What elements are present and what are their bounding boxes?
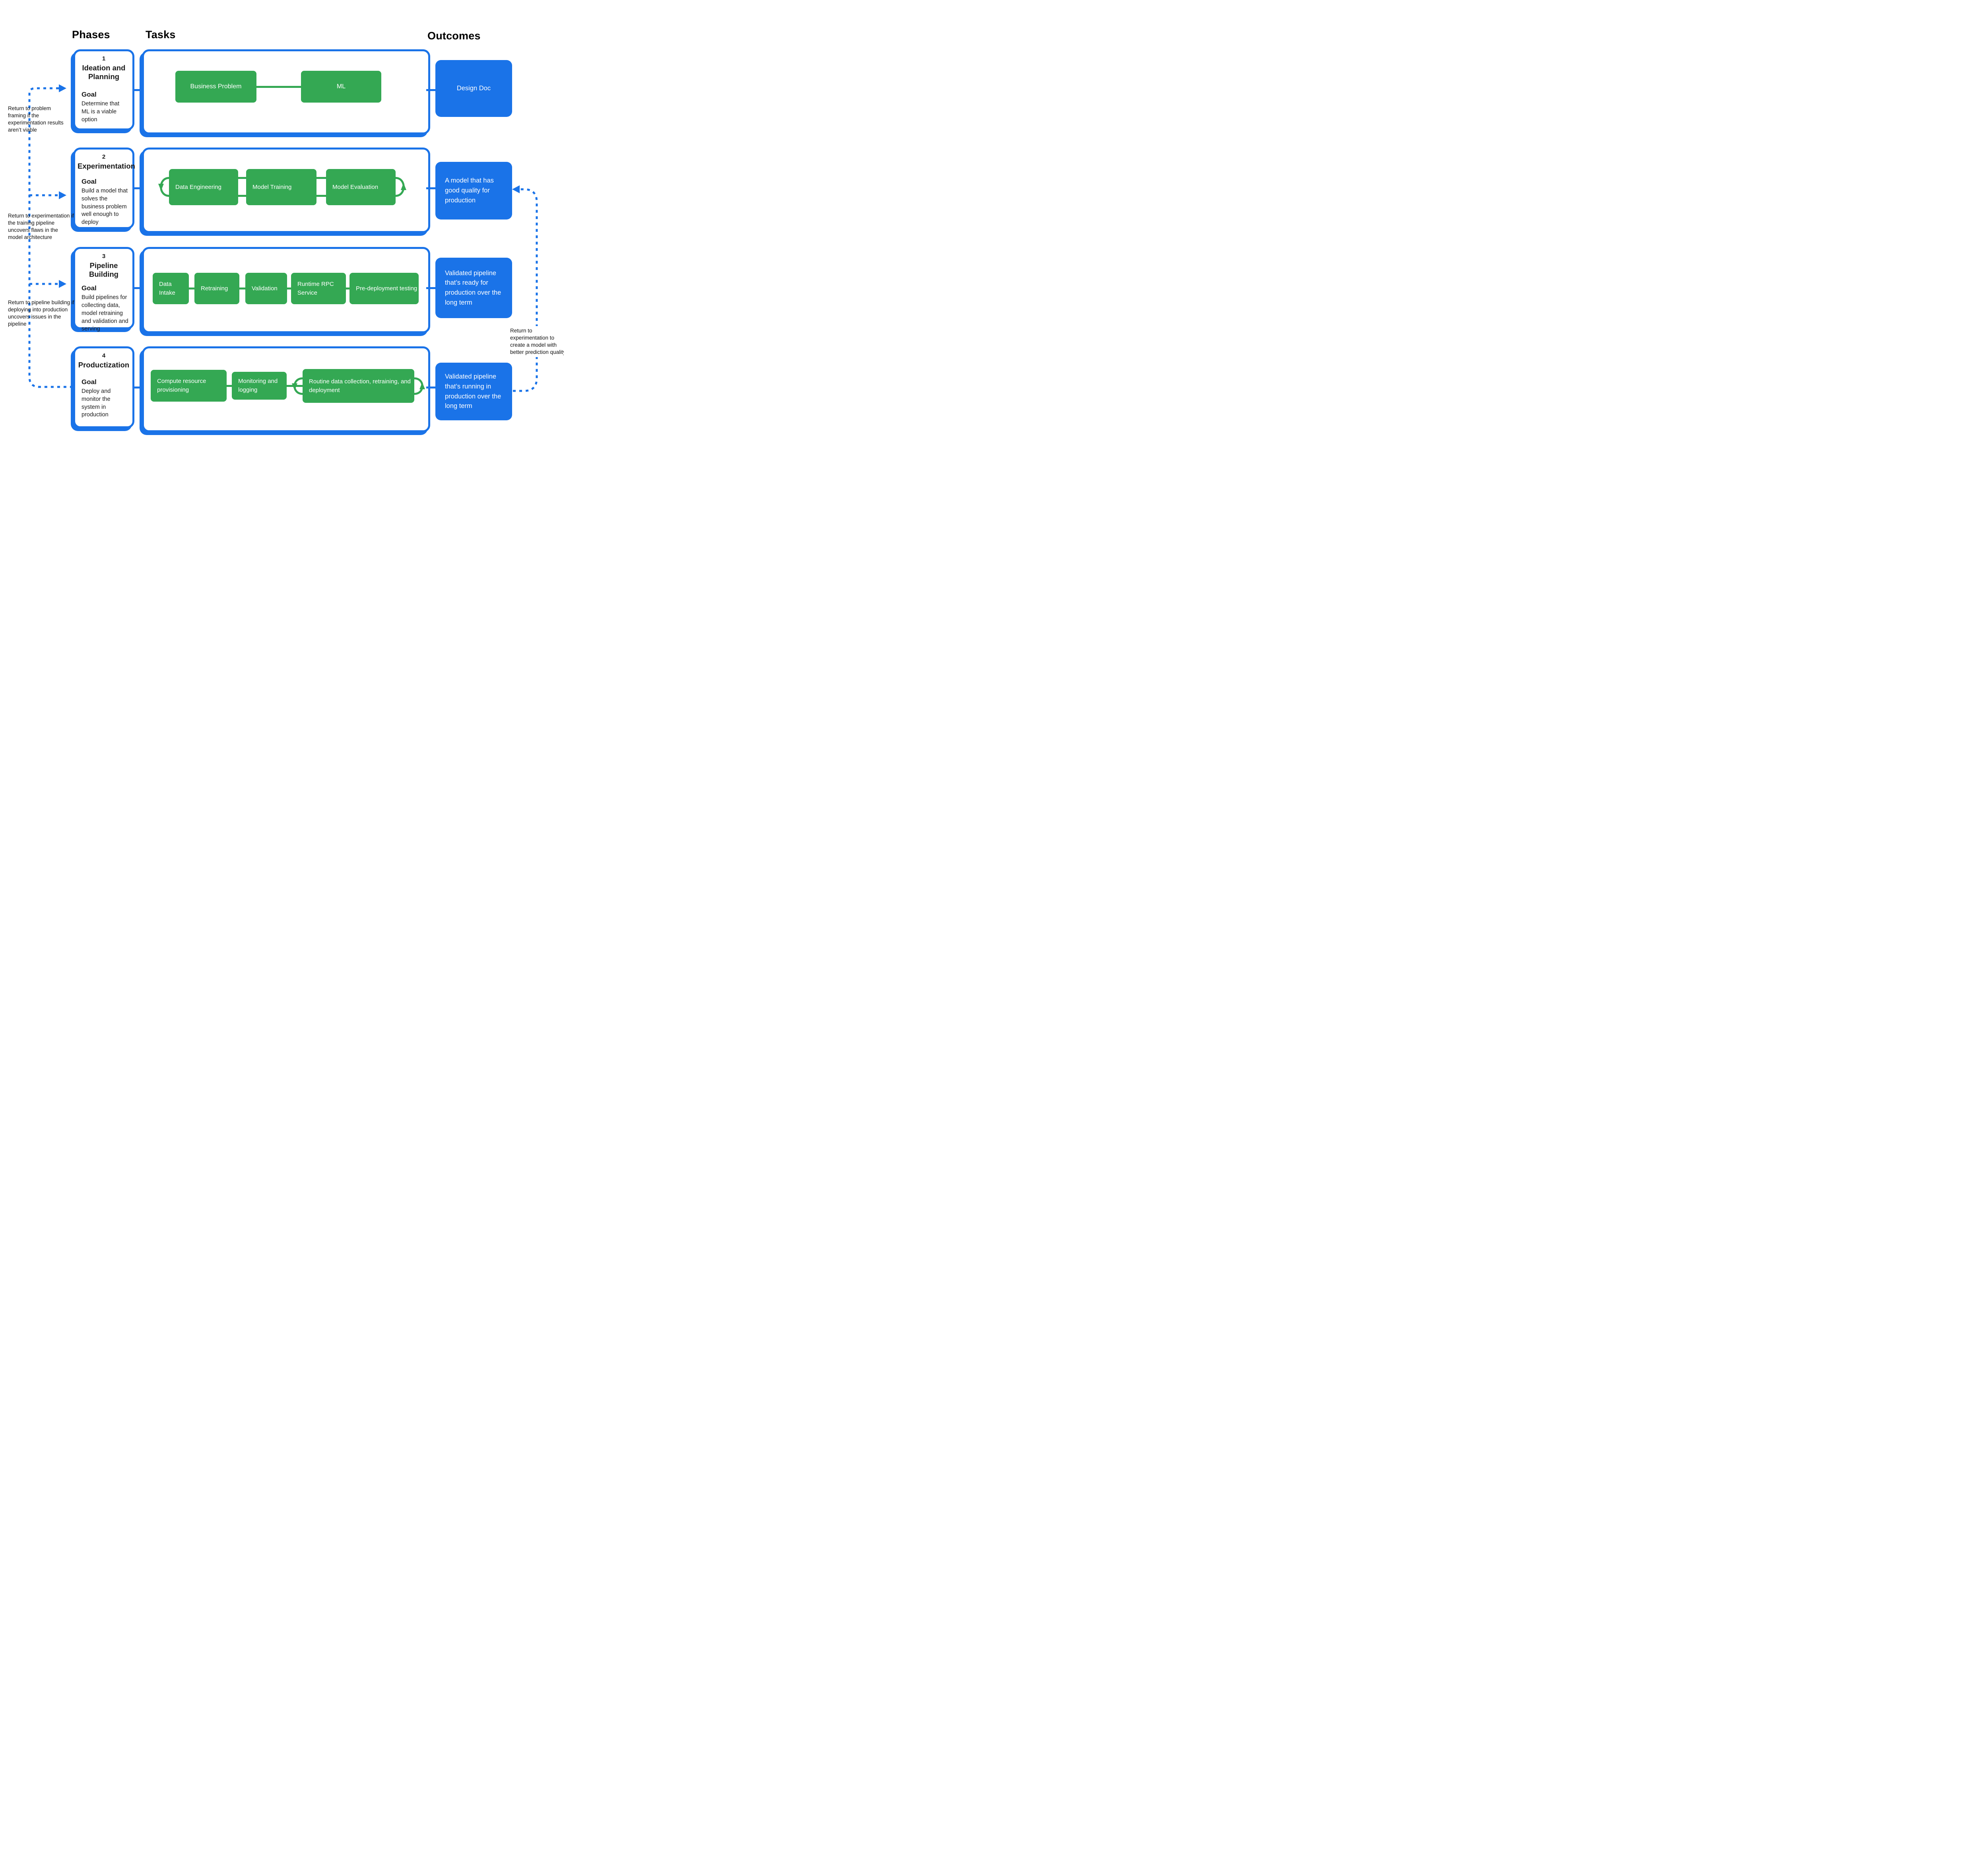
phase-box-pipeline-building: 3 Pipeline Building Goal Build pipelines… [73, 247, 134, 332]
outcome-box-running-pipeline: Validated pipeline that’s running in pro… [435, 363, 512, 420]
tasks-outcome-connector [426, 187, 435, 189]
goal-label: Goal [82, 178, 97, 186]
task-label: Model Evaluation [332, 183, 379, 190]
tasks-outcome-connector [426, 89, 435, 91]
task-box: Business Problem [175, 71, 256, 103]
task-box: Model Evaluation [326, 169, 396, 205]
task-box: Routine data collection, retraining, and… [303, 369, 414, 403]
task-label: ML [336, 83, 346, 90]
outcome-label: Validated pipeline that’s running in pro… [445, 373, 501, 410]
task-label: Validation [252, 285, 278, 292]
phase-title: Ideation and Planning [82, 64, 126, 81]
return-path-right [513, 188, 538, 392]
tasks-header: Tasks [146, 29, 176, 41]
task-label: Model Training [252, 183, 292, 190]
phase-tasks-connector [134, 287, 142, 289]
task-label: Compute resource provisioning [157, 378, 206, 393]
arrowhead-right-icon [59, 280, 66, 288]
phase-box-experimentation: 2 Experimentation Goal Build a model tha… [73, 148, 135, 229]
goal-text: Determine that ML is a viable option [82, 101, 120, 123]
outcome-box-validated-pipeline: Validated pipeline that’s ready for prod… [435, 258, 512, 318]
phase-tasks-connector [134, 387, 142, 389]
arrowhead-right-icon [59, 84, 66, 92]
arrowhead-right-icon [59, 191, 66, 199]
phase-number: 2 [102, 153, 106, 160]
task-box: Retraining [194, 273, 239, 304]
goal-text: Deploy and monitor the system in product… [82, 388, 111, 418]
task-label: Pre-deployment testing [356, 285, 417, 292]
return-note-pipeline-building: Return to pipeline building if deploying… [8, 299, 74, 327]
phase-box-ideation: 1 Ideation and Planning Goal Determine t… [73, 49, 134, 130]
outcome-box-design-doc: Design Doc [435, 60, 512, 117]
return-note-problem-framing: Return to problem framing if the experim… [8, 105, 64, 133]
task-connector [285, 385, 304, 387]
phase-goal-section: Goal Build pipelines for collecting data… [75, 284, 132, 333]
goal-text: Build a model that solves the business p… [82, 188, 128, 226]
arrowhead-left-icon [512, 185, 520, 193]
task-box: Compute resource provisioning [151, 370, 227, 402]
task-connector [344, 288, 351, 289]
task-label: Routine data collection, retraining, and… [309, 378, 411, 394]
task-connector [285, 288, 293, 289]
outcomes-header: Outcomes [427, 30, 481, 42]
task-box: Model Training [246, 169, 316, 205]
task-connector [187, 288, 197, 289]
tasks-outcome-connector [426, 287, 435, 289]
task-box: Runtime RPC Service [291, 273, 346, 304]
phase-goal-section: Goal Deploy and monitor the system in pr… [75, 378, 132, 419]
outcome-box-model-quality: A model that has good quality for produc… [435, 162, 512, 220]
outcome-label: A model that has good quality for produc… [445, 177, 494, 204]
outcome-label: Validated pipeline that’s ready for prod… [445, 269, 501, 306]
task-connector [238, 288, 248, 289]
task-box: Pre-deployment testing [349, 273, 419, 304]
task-box: Data Intake [153, 273, 189, 304]
outcome-label: Design Doc [456, 85, 491, 92]
task-label: Runtime RPC Service [297, 280, 334, 296]
phases-header: Phases [72, 29, 110, 41]
phase-number: 3 [102, 253, 106, 260]
task-label: Data Intake [159, 280, 175, 296]
goal-label: Goal [82, 284, 97, 292]
goal-label: Goal [82, 378, 97, 386]
tasks-outcome-connector [426, 387, 435, 389]
task-connector [225, 385, 233, 387]
phase-title: Pipeline Building [89, 261, 118, 279]
task-label: Monitoring and logging [238, 378, 278, 393]
phase-tasks-connector [134, 89, 142, 91]
mlops-phases-diagram: Phases Tasks Outcomes 1 Ideation and Pla… [0, 0, 564, 465]
phase-title: Experimentation [78, 162, 135, 170]
task-box: Monitoring and logging [232, 372, 287, 400]
task-label: Business Problem [190, 83, 242, 90]
task-label: Data Engineering [175, 183, 221, 190]
goal-text: Build pipelines for collecting data, mod… [82, 294, 128, 332]
phase-tasks-connector [134, 187, 142, 189]
task-label: Retraining [201, 285, 228, 292]
phase-number: 4 [102, 352, 106, 359]
return-note-better-prediction: Return to experimentation to create a mo… [510, 326, 564, 357]
task-box: Validation [245, 273, 287, 304]
return-note-experimentation: Return to experimentation if the trainin… [8, 213, 74, 240]
phase-goal-section: Goal Determine that ML is a viable optio… [75, 91, 132, 124]
task-box: ML [301, 71, 381, 103]
phase-number: 1 [102, 55, 106, 62]
phase-title: Productization [78, 361, 130, 369]
task-connector [256, 86, 301, 88]
phase-box-productization: 4 Productization Goal Deploy and monitor… [73, 346, 134, 428]
goal-label: Goal [82, 91, 97, 99]
task-box: Data Engineering [169, 169, 238, 205]
phase-goal-section: Goal Build a model that solves the busin… [75, 178, 132, 227]
